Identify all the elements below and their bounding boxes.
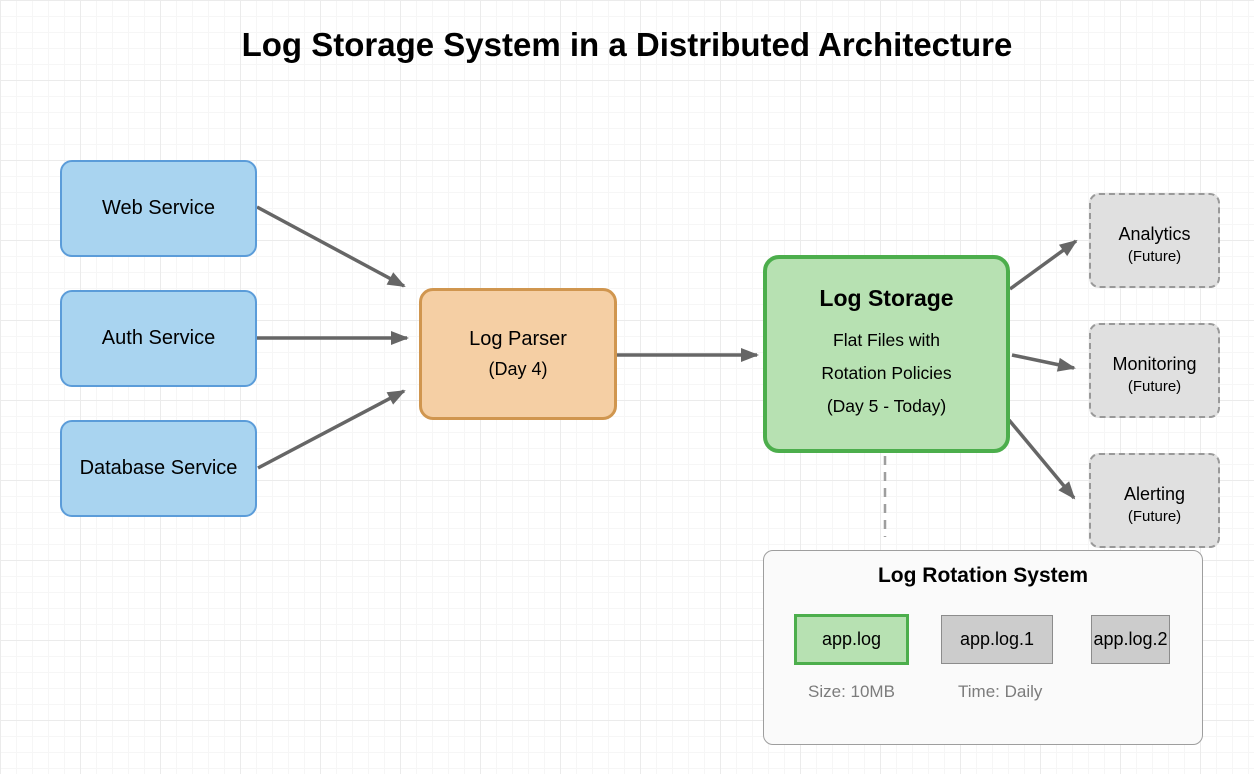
- file-box-app-log: app.log: [794, 614, 909, 665]
- node-monitoring-sublabel: (Future): [1127, 378, 1182, 395]
- rotation-size-label: Size: 10MB: [808, 682, 895, 701]
- arrow-storage-to-monitoring: [1011, 353, 1076, 372]
- node-alerting-sublabel: (Future): [1127, 508, 1182, 525]
- node-database-service-label: Database Service: [79, 457, 238, 479]
- file-box-app-log-2: app.log.2: [1091, 615, 1170, 664]
- node-log-parser: Log Parser (Day 4): [419, 288, 617, 420]
- node-log-parser-label: Log Parser: [469, 328, 567, 350]
- node-auth-service-label: Auth Service: [101, 327, 216, 349]
- arrow-storage-to-alerting: [1007, 418, 1076, 500]
- node-web-service: Web Service: [60, 160, 257, 257]
- arrow-db-to-parser: [257, 389, 406, 470]
- node-alerting-label: Alerting: [1123, 484, 1186, 504]
- log-rotation-panel: Log Rotation System app.log app.log.1 ap…: [763, 550, 1203, 745]
- node-analytics-sublabel: (Future): [1127, 248, 1182, 265]
- arrow-storage-to-analytics: [1008, 239, 1078, 291]
- node-log-parser-sublabel: (Day 4): [488, 359, 548, 379]
- diagram-title: Log Storage System in a Distributed Arch…: [241, 26, 1013, 63]
- node-analytics-label: Analytics: [1118, 224, 1191, 244]
- node-log-storage-line-1: Flat Files with: [833, 330, 940, 350]
- node-log-storage-line-3: (Day 5 - Today): [826, 396, 947, 416]
- node-log-storage-line-2: Rotation Policies: [821, 363, 952, 383]
- log-rotation-panel-title: Log Rotation System: [877, 564, 1088, 587]
- node-database-service: Database Service: [60, 420, 257, 517]
- node-alerting: Alerting (Future): [1089, 453, 1220, 548]
- rotation-time-label: Time: Daily: [958, 682, 1043, 701]
- arrow-web-to-parser: [256, 205, 406, 288]
- node-analytics: Analytics (Future): [1089, 193, 1220, 288]
- node-monitoring-label: Monitoring: [1112, 354, 1197, 374]
- file-box-app-log-1-label: app.log.1: [959, 629, 1035, 649]
- node-log-storage-title: Log Storage: [819, 285, 954, 311]
- file-box-app-log-1: app.log.1: [941, 615, 1053, 664]
- file-box-app-log-label: app.log: [821, 629, 882, 649]
- node-web-service-label: Web Service: [101, 197, 215, 219]
- node-auth-service: Auth Service: [60, 290, 257, 387]
- file-box-app-log-2-label: app.log.2: [1093, 629, 1168, 649]
- node-log-storage: Log Storage Flat Files with Rotation Pol…: [763, 255, 1010, 453]
- node-monitoring: Monitoring (Future): [1089, 323, 1220, 418]
